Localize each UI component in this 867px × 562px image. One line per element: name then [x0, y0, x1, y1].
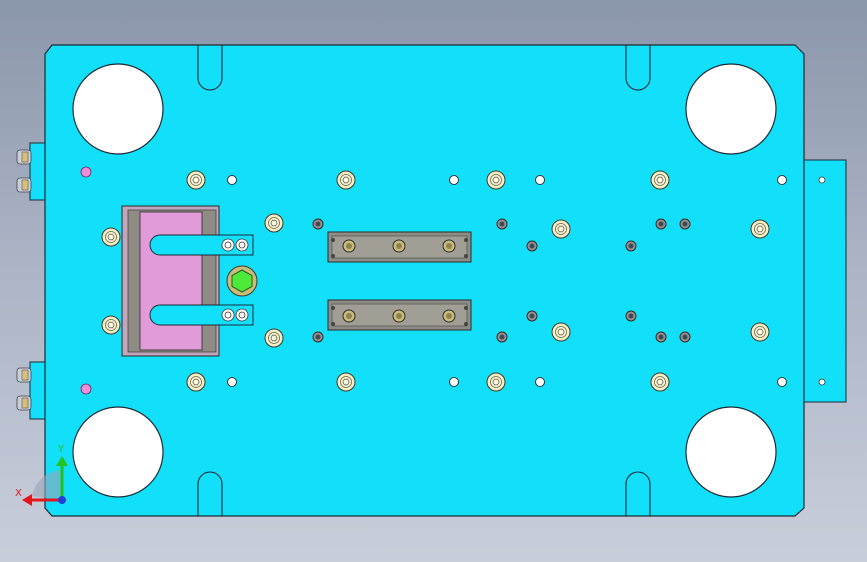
bar-end-mark: [464, 322, 468, 326]
top-slot-right: [625, 45, 651, 91]
socket-head-bolt[interactable]: [486, 372, 506, 392]
pilot-pin[interactable]: [496, 331, 508, 343]
pilot-pin[interactable]: [679, 331, 691, 343]
socket-head-bolt[interactable]: [186, 372, 206, 392]
left-connector-bottom[interactable]: [16, 361, 48, 420]
bar-end-mark: [331, 238, 335, 242]
guide-hole-bottom-right[interactable]: [685, 406, 777, 498]
bolt-group: [101, 170, 787, 392]
x-axis-label: X: [15, 488, 22, 499]
small-hole[interactable]: [449, 175, 459, 185]
pilot-pin[interactable]: [496, 218, 508, 230]
bar-bolt[interactable]: [392, 309, 406, 323]
small-hole[interactable]: [777, 175, 787, 185]
small-hole[interactable]: [535, 377, 545, 387]
guide-hole-top-right[interactable]: [685, 63, 777, 155]
side-block-hole: [818, 378, 826, 386]
small-hole[interactable]: [227, 175, 237, 185]
socket-head-bolt[interactable]: [264, 213, 284, 233]
bar-end-mark: [331, 254, 335, 258]
small-hole[interactable]: [777, 377, 787, 387]
dowel-pin[interactable]: [80, 166, 92, 178]
socket-head-bolt[interactable]: [750, 219, 770, 239]
left-connector-top[interactable]: [16, 142, 48, 201]
socket-head-bolt[interactable]: [650, 372, 670, 392]
bar-end-mark: [331, 306, 335, 310]
socket-head-bolt[interactable]: [650, 170, 670, 190]
bar-bolt[interactable]: [342, 239, 356, 253]
pilot-pin[interactable]: [655, 331, 667, 343]
small-hole[interactable]: [449, 377, 459, 387]
socket-head-bolt[interactable]: [551, 322, 571, 342]
socket-head-bolt[interactable]: [336, 372, 356, 392]
socket-head-bolt[interactable]: [336, 170, 356, 190]
y-axis-label: Y: [57, 444, 65, 455]
right-side-block[interactable]: [799, 159, 847, 403]
bar-end-mark: [464, 306, 468, 310]
small-hole[interactable]: [535, 175, 545, 185]
pilot-pin[interactable]: [526, 240, 538, 252]
pilot-pin[interactable]: [526, 310, 538, 322]
socket-head-bolt[interactable]: [750, 322, 770, 342]
pilot-pin[interactable]: [625, 240, 637, 252]
bar-end-mark: [464, 254, 468, 258]
bar-bolt[interactable]: [442, 309, 456, 323]
die-plate[interactable]: [44, 44, 805, 517]
socket-head-bolt[interactable]: [101, 315, 121, 335]
z-axis-dot: [58, 496, 66, 504]
coordinate-triad[interactable]: Y X: [15, 444, 68, 506]
bottom-slot-left: [197, 471, 223, 516]
socket-head-bolt[interactable]: [486, 170, 506, 190]
pilot-pin[interactable]: [312, 331, 324, 343]
pilot-pin[interactable]: [655, 218, 667, 230]
side-block-hole: [818, 176, 826, 184]
guide-hole-top-left[interactable]: [72, 63, 164, 155]
socket-head-bolt[interactable]: [264, 328, 284, 348]
socket-head-bolt[interactable]: [551, 219, 571, 239]
bottom-slot-right: [625, 471, 651, 516]
hex-nut[interactable]: [226, 265, 258, 297]
dowel-pin[interactable]: [80, 383, 92, 395]
socket-head-bolt[interactable]: [101, 227, 121, 247]
pilot-pin[interactable]: [679, 218, 691, 230]
bar-end-mark: [331, 322, 335, 326]
top-slot-left: [197, 45, 223, 91]
clamp-assembly[interactable]: [121, 205, 254, 357]
pilot-pin[interactable]: [625, 310, 637, 322]
pilot-pin[interactable]: [312, 218, 324, 230]
bar-bolt[interactable]: [392, 239, 406, 253]
bar-end-mark: [464, 238, 468, 242]
guide-hole-bottom-left[interactable]: [72, 406, 164, 498]
small-hole[interactable]: [227, 377, 237, 387]
bar-bolt[interactable]: [342, 309, 356, 323]
bar-bolt[interactable]: [442, 239, 456, 253]
socket-head-bolt[interactable]: [186, 170, 206, 190]
